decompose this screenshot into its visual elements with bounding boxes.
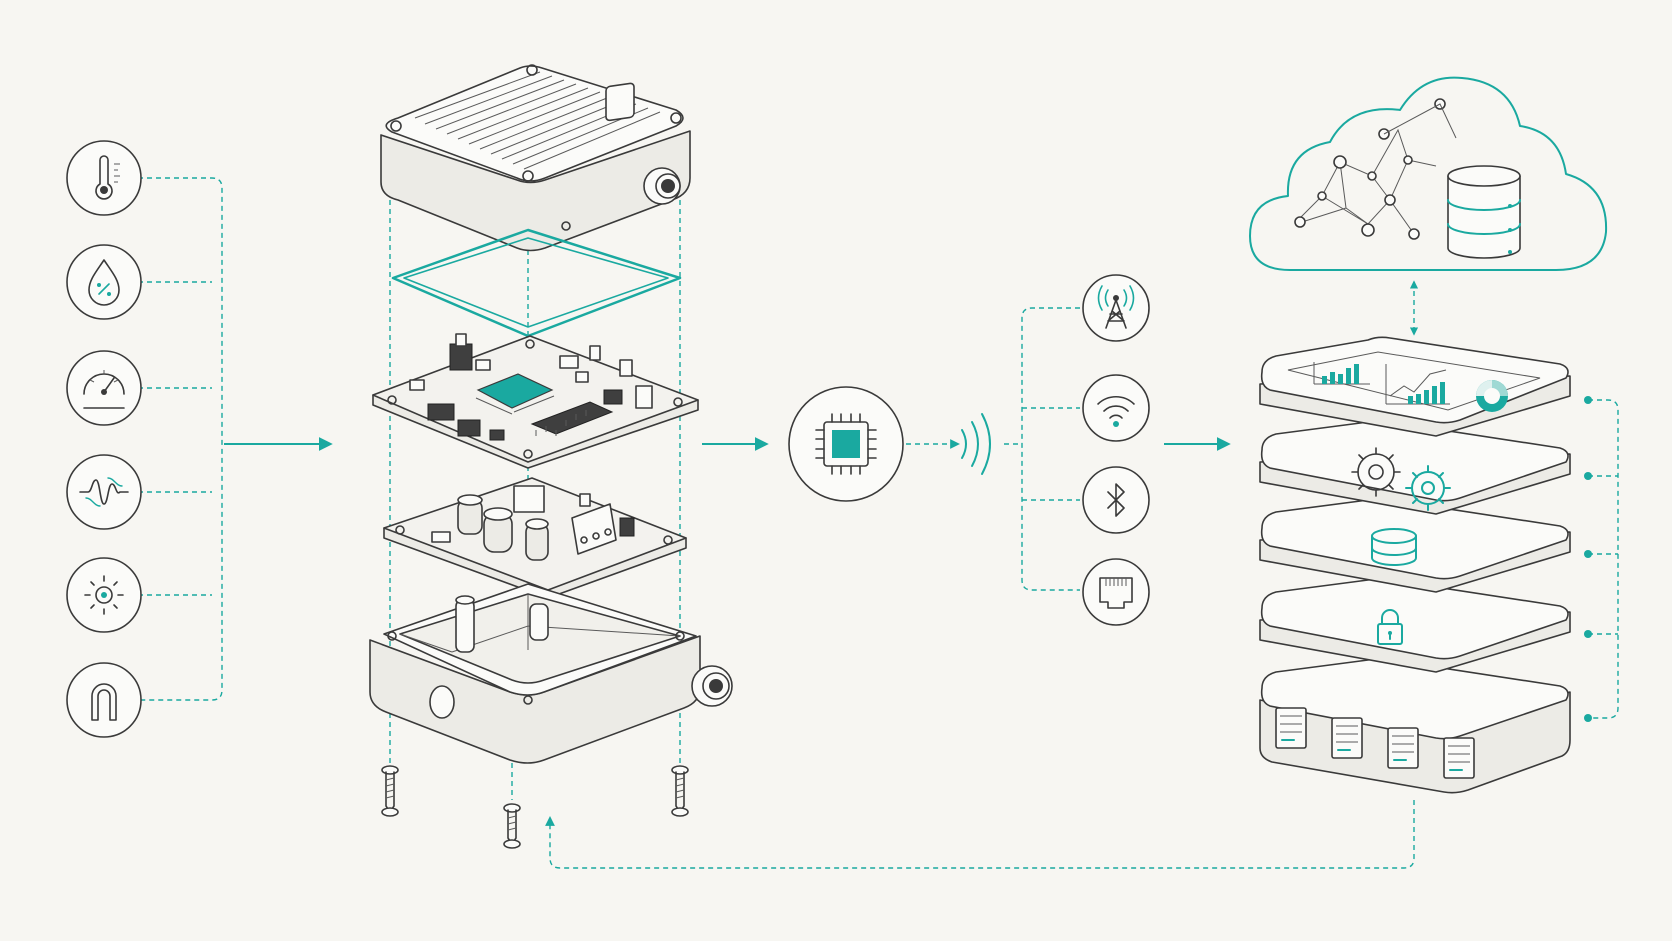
power-pcb (383, 477, 687, 599)
cable-gland-bottom (691, 665, 733, 707)
dashboard-layer (1259, 336, 1571, 437)
device-exploded-view (369, 64, 733, 849)
storage-layer (1259, 498, 1571, 593)
platform-bus (1584, 396, 1619, 722)
platform-stack (1259, 336, 1619, 794)
chart-dashboard-icon (1313, 362, 1508, 412)
magnet-icon (66, 662, 142, 738)
sensor-connectors (138, 177, 333, 701)
network-graph (1294, 98, 1457, 240)
processing-layer (1259, 420, 1571, 515)
main-pcb (372, 333, 699, 469)
cloud-network-database-icon (1249, 76, 1608, 271)
database-icon (1447, 165, 1521, 259)
gauge-icon (66, 350, 142, 426)
gears-icon (1351, 447, 1451, 511)
terminal-block (571, 503, 617, 555)
enclosure-base (369, 583, 733, 764)
ethernet-port-icon (1082, 558, 1150, 626)
processor-chip-icon (788, 386, 904, 502)
lid-heatsink-fins (414, 71, 661, 170)
server-rack-layer (1259, 658, 1571, 794)
bluetooth-icon (1082, 466, 1150, 534)
thermometer-icon (66, 140, 142, 216)
mcu-chip (475, 373, 555, 415)
security-layer (1259, 578, 1571, 673)
waveform-icon (66, 454, 142, 530)
cell-tower-icon (1082, 274, 1150, 342)
water-drop-percent-icon (66, 244, 142, 320)
wireless-signal-icon (906, 413, 991, 475)
capacitors (457, 494, 549, 561)
database-icon-small (1371, 528, 1417, 566)
gasket (391, 228, 682, 338)
server-rack-icon (1275, 707, 1475, 779)
connectivity-column (1004, 274, 1150, 626)
padlock-icon (1377, 609, 1403, 645)
enclosure-lid (380, 64, 691, 252)
screws (381, 765, 689, 849)
wifi-icon (1082, 374, 1150, 442)
cable-gland-top (605, 82, 681, 205)
sun-icon (66, 557, 142, 633)
sensor-column (66, 140, 333, 738)
feedback-loop (545, 800, 1415, 869)
